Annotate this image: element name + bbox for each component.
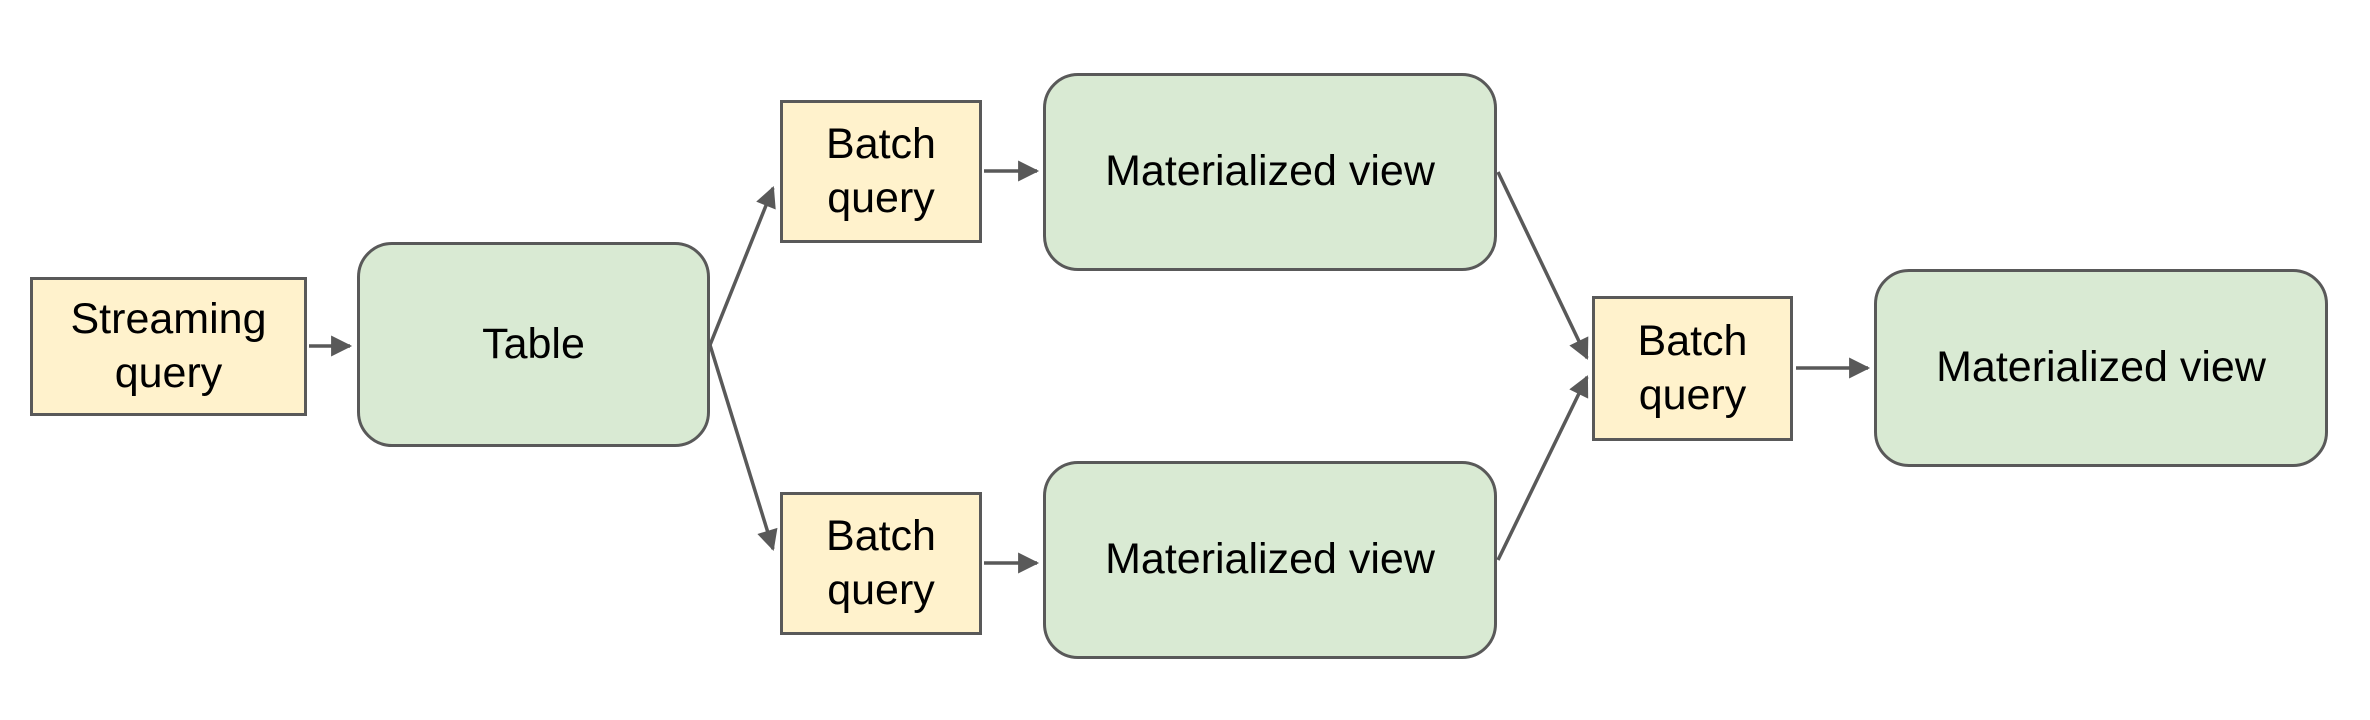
node-label: Materialized view <box>1105 147 1435 196</box>
node-streaming-query[interactable]: Streaming query <box>30 277 307 416</box>
arrow-table-to-batch-query-top <box>708 186 776 346</box>
node-batch-query-bottom[interactable]: Batch query <box>780 492 982 635</box>
node-batch-query-right[interactable]: Batch query <box>1592 296 1793 441</box>
node-materialized-view-bottom[interactable]: Materialized view <box>1043 461 1497 659</box>
node-label: Materialized view <box>1105 535 1435 584</box>
arrow-materialized-view-bottom-to-batch-query-right <box>1496 375 1589 561</box>
node-label: Batch query <box>826 119 936 222</box>
node-materialized-view-right[interactable]: Materialized view <box>1874 269 2328 467</box>
node-table[interactable]: Table <box>357 242 710 447</box>
arrow-table-to-batch-query-bottom <box>708 344 778 552</box>
arrow-materialized-view-top-to-batch-query-right <box>1496 171 1589 360</box>
node-materialized-view-top[interactable]: Materialized view <box>1043 73 1497 271</box>
node-label: Table <box>482 319 585 368</box>
node-label: Batch query <box>826 511 936 614</box>
node-label: Streaming query <box>70 294 267 397</box>
node-label: Batch query <box>1637 316 1748 419</box>
node-batch-query-top[interactable]: Batch query <box>780 100 982 243</box>
node-label: Materialized view <box>1936 343 2266 392</box>
